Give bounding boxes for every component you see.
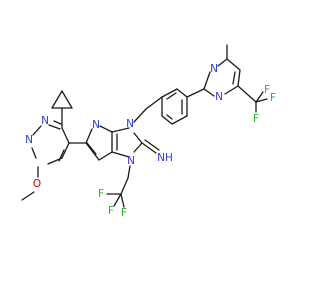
atom-label-n: N xyxy=(25,134,33,146)
bond xyxy=(145,96,163,110)
atom-label-f: F xyxy=(270,92,276,104)
structure-diagram: N N O N N N N N NH F F F F F F xyxy=(21,44,276,219)
bond xyxy=(133,142,143,153)
bond xyxy=(144,139,160,151)
bond xyxy=(85,128,93,144)
bond xyxy=(99,125,113,133)
atom-label-f: F xyxy=(264,84,270,96)
atom-label-n: N xyxy=(215,91,223,103)
bond xyxy=(232,71,236,85)
bond xyxy=(186,88,205,98)
atom-label-f: F xyxy=(108,205,114,217)
atom-label-n: N xyxy=(210,63,218,75)
bond xyxy=(48,124,61,130)
atom-label-n: N xyxy=(41,115,49,127)
bond xyxy=(226,58,241,71)
atom-label-f: F xyxy=(253,113,259,125)
bond xyxy=(203,71,211,90)
bond xyxy=(217,58,228,67)
bond xyxy=(176,88,188,98)
atom-label-o: O xyxy=(33,178,41,190)
bond xyxy=(98,151,113,161)
atom-label-n: N xyxy=(92,119,100,131)
bond xyxy=(111,151,130,158)
atom-label-n: N xyxy=(127,155,135,167)
bond xyxy=(85,142,100,161)
bond xyxy=(120,193,125,208)
bond xyxy=(255,91,264,103)
atom-label-f: F xyxy=(121,207,127,219)
bond xyxy=(53,120,62,125)
bond xyxy=(32,125,42,136)
molecule-canvas: N N O N N N N N NH F F F F F F xyxy=(21,44,277,219)
bond xyxy=(61,142,70,159)
bond xyxy=(161,115,173,125)
bond xyxy=(224,85,239,95)
bond xyxy=(133,132,143,144)
bond xyxy=(127,165,131,179)
bond xyxy=(237,69,241,87)
bond xyxy=(141,142,157,154)
bond xyxy=(171,115,188,125)
bond xyxy=(61,90,73,109)
bond xyxy=(161,88,178,98)
bond xyxy=(133,108,147,123)
bond xyxy=(47,157,63,165)
bond xyxy=(86,142,97,155)
bond xyxy=(61,127,70,144)
bond xyxy=(51,90,63,109)
bond xyxy=(166,114,173,120)
atom-label-n: N xyxy=(126,118,134,130)
bond xyxy=(111,127,130,133)
bond xyxy=(166,92,177,100)
atom-label-nh: NH xyxy=(157,152,173,164)
bond-layer xyxy=(21,44,268,208)
bond xyxy=(21,191,35,201)
bond xyxy=(120,177,129,195)
bond xyxy=(255,98,268,103)
bond xyxy=(203,88,215,97)
bond xyxy=(237,85,257,103)
bond xyxy=(31,147,37,159)
bond xyxy=(113,193,122,207)
atom-label-f: F xyxy=(98,188,104,200)
atom-label-layer: N N O N N N N N NH F F F F F F xyxy=(25,63,276,219)
